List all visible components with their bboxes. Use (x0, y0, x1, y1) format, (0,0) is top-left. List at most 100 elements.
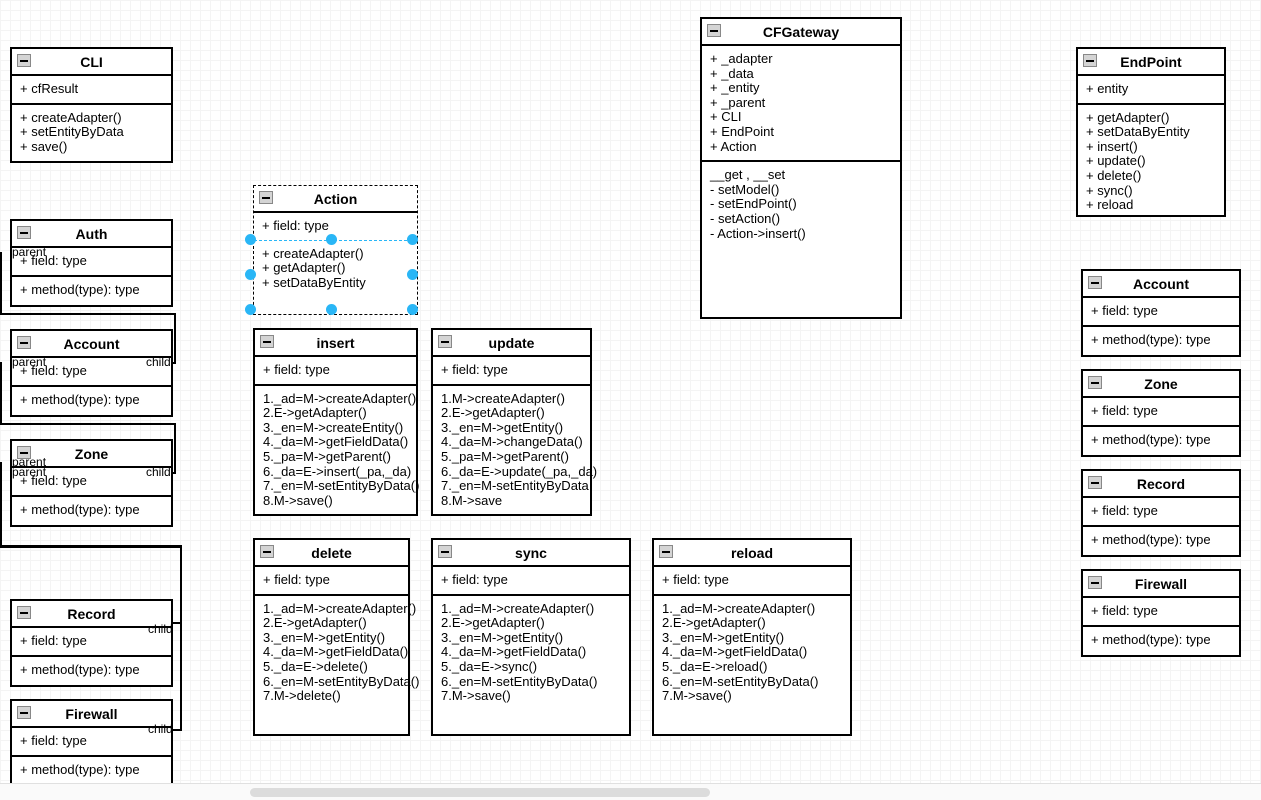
uml-method: 5._da=E->sync() (441, 658, 538, 674)
uml-method: + getAdapter() (1086, 109, 1170, 125)
uml-class-auth[interactable]: Auth+ field: type+ method(type): type (10, 219, 173, 307)
collapse-minus-icon[interactable] (1088, 476, 1102, 489)
uml-class-header[interactable]: update (433, 330, 590, 357)
uml-class-zone-left[interactable]: Zone+ field: type+ method(type): type (10, 439, 173, 527)
uml-class-account-left[interactable]: Account+ field: type+ method(type): type (10, 329, 173, 417)
collapse-minus-icon[interactable] (260, 545, 274, 558)
association-line-zone-child-down[interactable] (174, 423, 176, 473)
uml-class-header[interactable]: Action (254, 186, 417, 213)
uml-method: + method(type): type (1091, 431, 1211, 447)
uml-class-name: Account (63, 336, 120, 352)
collapse-minus-icon[interactable] (1088, 376, 1102, 389)
uml-class-header[interactable]: insert (255, 330, 416, 357)
uml-class-header[interactable]: CLI (12, 49, 171, 76)
uml-class-header[interactable]: Firewall (1083, 571, 1239, 598)
selection-handle-1[interactable] (326, 234, 337, 245)
uml-method: 1._ad=M->createAdapter() (441, 600, 595, 616)
collapse-minus-icon[interactable] (17, 226, 31, 239)
association-line-zone-left[interactable] (0, 462, 2, 546)
uml-method: 3._en=M->getEntity() (441, 419, 564, 435)
association-line-zone-to-records[interactable] (0, 545, 182, 548)
uml-class-header[interactable]: CFGateway (702, 19, 900, 46)
uml-class-header[interactable]: reload (654, 540, 850, 567)
collapse-minus-icon[interactable] (1083, 54, 1097, 67)
uml-method: 5._da=E->delete() (263, 658, 368, 674)
association-line-account-to-zone[interactable] (0, 423, 176, 425)
selection-handle-2[interactable] (407, 234, 418, 245)
uml-class-account-right[interactable]: Account+ field: type+ method(type): type (1081, 269, 1241, 357)
uml-class-header[interactable]: delete (255, 540, 408, 567)
connector-label-account-parent: parent (12, 355, 47, 369)
selection-handle-7[interactable] (407, 304, 418, 315)
uml-method: 6._da=E->update(_pa,_da) (441, 463, 598, 479)
collapse-minus-icon[interactable] (659, 545, 673, 558)
uml-class-name: EndPoint (1120, 54, 1182, 70)
uml-class-header[interactable]: Firewall (12, 701, 171, 728)
collapse-minus-icon[interactable] (17, 336, 31, 349)
uml-method-compartment: __get , __set- setModel()- setEndPoint()… (702, 162, 900, 247)
uml-class-header[interactable]: Record (1083, 471, 1239, 498)
uml-method: 6._en=M-setEntityByData() (263, 673, 420, 689)
selection-handle-5[interactable] (245, 304, 256, 315)
association-line-account-left[interactable] (0, 362, 2, 424)
uml-class-name: Zone (1144, 376, 1178, 392)
uml-method: 2.E->getAdapter() (441, 615, 545, 631)
selection-handle-0[interactable] (245, 234, 256, 245)
uml-class-header[interactable]: EndPoint (1078, 49, 1224, 76)
uml-class-cfgateway[interactable]: CFGateway+ _adapter+ _data+ _entity+ _pa… (700, 17, 902, 319)
association-line-auth-to-account[interactable] (0, 313, 176, 315)
association-line-account-child-down[interactable] (174, 313, 176, 363)
uml-class-header[interactable]: Account (12, 331, 171, 358)
collapse-minus-icon[interactable] (17, 606, 31, 619)
horizontal-scrollbar-thumb[interactable] (250, 788, 710, 797)
collapse-minus-icon[interactable] (17, 54, 31, 67)
uml-class-header[interactable]: sync (433, 540, 629, 567)
uml-class-header[interactable]: Record (12, 601, 171, 628)
uml-method: 2.E->getAdapter() (441, 405, 545, 421)
uml-class-header[interactable]: Auth (12, 221, 171, 248)
uml-class-name: CFGateway (762, 24, 840, 40)
horizontal-scrollbar-track[interactable] (0, 783, 1261, 800)
collapse-minus-icon[interactable] (259, 191, 273, 204)
selection-handle-3[interactable] (245, 269, 256, 280)
uml-method: + method(type): type (20, 661, 140, 677)
uml-method-compartment: 1._ad=M->createAdapter()2.E->getAdapter(… (654, 596, 850, 710)
uml-class-zone-right[interactable]: Zone+ field: type+ method(type): type (1081, 369, 1241, 457)
selection-handle-4[interactable] (407, 269, 418, 280)
uml-attribute: + field: type (1091, 603, 1158, 618)
collapse-minus-icon[interactable] (438, 335, 452, 348)
connector-label-account-child: child (146, 355, 171, 369)
uml-class-header[interactable]: Zone (1083, 371, 1239, 398)
collapse-minus-icon[interactable] (1088, 276, 1102, 289)
uml-class-header[interactable]: Zone (12, 441, 171, 468)
uml-class-firewall-left[interactable]: Firewall+ field: type+ method(type): typ… (10, 699, 173, 787)
collapse-minus-icon[interactable] (438, 545, 452, 558)
collapse-minus-icon[interactable] (260, 335, 274, 348)
uml-class-endpoint[interactable]: EndPoint+ entity+ getAdapter()+ setDataB… (1076, 47, 1226, 217)
uml-method-compartment: 1._ad=M->createAdapter()2.E->getAdapter(… (255, 386, 419, 515)
uml-class-header[interactable]: Account (1083, 271, 1239, 298)
uml-attribute: + field: type (662, 572, 729, 587)
uml-class-action[interactable]: Action+ field: type+ createAdapter()+ ge… (253, 185, 418, 315)
uml-method: + save() (20, 138, 68, 154)
collapse-minus-icon[interactable] (17, 706, 31, 719)
collapse-minus-icon[interactable] (1088, 576, 1102, 589)
uml-class-record-right[interactable]: Record+ field: type+ method(type): type (1081, 469, 1241, 557)
uml-class-record-left[interactable]: Record+ field: type+ method(type): type (10, 599, 173, 687)
selection-handle-6[interactable] (326, 304, 337, 315)
uml-method: 7.M->save() (662, 688, 732, 704)
uml-method: + method(type): type (1091, 331, 1211, 347)
association-line-records-trunk[interactable] (180, 545, 182, 731)
collapse-minus-icon[interactable] (707, 24, 721, 37)
uml-class-cli[interactable]: CLI+ cfResult+ createAdapter()+ setEntit… (10, 47, 173, 163)
uml-class-reload[interactable]: reload + field: type 1._ad=M->createAdapte… (652, 538, 852, 736)
collapse-minus-icon[interactable] (17, 446, 31, 459)
uml-class-firewall-right[interactable]: Firewall+ field: type+ method(type): typ… (1081, 569, 1241, 657)
association-line-auth-left[interactable] (0, 252, 2, 314)
uml-method: 4._da=M->changeData() (441, 434, 583, 450)
